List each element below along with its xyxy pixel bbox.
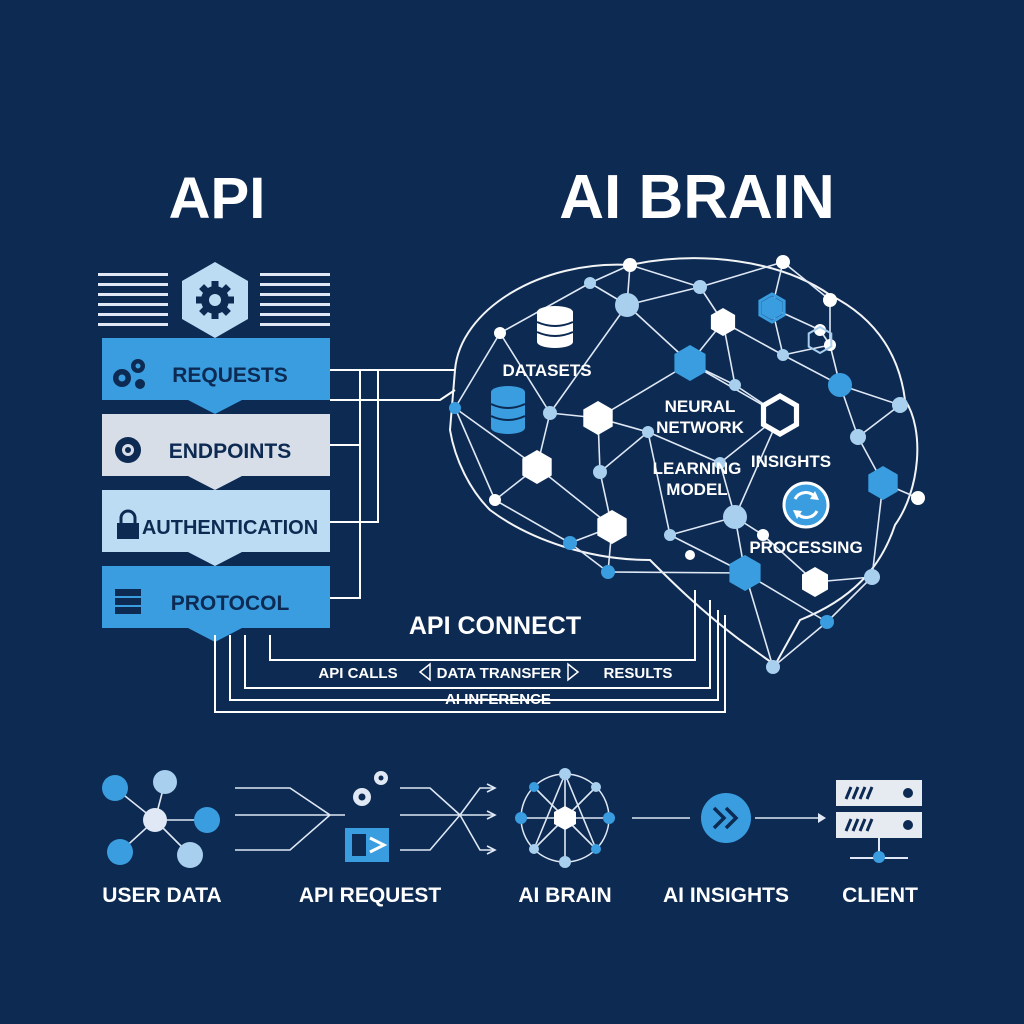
network-node <box>489 494 501 506</box>
hexagon-inner <box>766 399 794 431</box>
network-node <box>543 406 557 420</box>
bottom-flow: USER DATA API REQUEST AI BRAIN AI INSIGHTS C… <box>102 768 922 907</box>
hexagon-node <box>583 401 613 435</box>
datasets-label: DATASETS <box>502 361 591 380</box>
network-node <box>820 615 834 629</box>
api-stack-label: PROTOCOL <box>171 592 290 615</box>
api-stack-label: ENDPOINTS <box>169 440 292 463</box>
hexagon-outline <box>758 292 786 324</box>
network-node <box>814 324 826 336</box>
data-transfer-label: DATA TRANSFER <box>437 665 562 682</box>
network-node <box>828 373 852 397</box>
network-node <box>693 280 707 294</box>
arrow-right-icon <box>818 813 826 823</box>
api-title: API <box>169 166 266 231</box>
network-node <box>714 457 726 469</box>
network-node <box>892 397 908 413</box>
network-node <box>494 327 506 339</box>
hexagon-node <box>597 510 627 544</box>
processing-cycle-icon <box>782 481 830 529</box>
gear-icon <box>115 437 141 463</box>
api-stack-label: AUTHENTICATION <box>142 517 318 539</box>
gears-icon <box>353 771 388 806</box>
hexagon-node <box>674 345 706 381</box>
network-node <box>449 402 461 414</box>
network-node <box>593 465 607 479</box>
network-node <box>664 529 676 541</box>
network-node <box>729 379 741 391</box>
processing-label: PROCESSING <box>749 538 862 557</box>
hexagon-node <box>802 567 828 597</box>
hexagon-node <box>522 450 552 484</box>
server-icon <box>115 589 141 614</box>
results-label: RESULTS <box>604 665 673 682</box>
ai-brain-title: AI BRAIN <box>559 163 835 232</box>
server-rack-icon <box>836 780 922 863</box>
gears-icon <box>113 359 145 389</box>
network-node <box>584 277 596 289</box>
hexagon-node <box>729 555 761 591</box>
api-stack-label: REQUESTS <box>172 364 288 387</box>
api-stack-item-endpoints: ENDPOINTS <box>102 414 330 490</box>
network-node <box>766 660 780 674</box>
flow-label-client: CLIENT <box>842 884 918 907</box>
network-graph-icon <box>102 770 220 868</box>
connector-wires: API CONNECT API CALLS DATA TRANSFER RESU… <box>214 369 726 713</box>
network-node <box>864 569 880 585</box>
network-node <box>615 293 639 317</box>
flow-label-ai-brain: AI BRAIN <box>518 884 611 907</box>
chevron-left-icon <box>418 662 431 682</box>
insights-label: INSIGHTS <box>751 452 831 471</box>
api-calls-label: API CALLS <box>318 665 397 682</box>
lock-icon <box>117 509 139 539</box>
hexagon-node <box>761 296 783 320</box>
network-node <box>623 258 637 272</box>
hexagon-node <box>868 466 898 500</box>
api-header <box>98 262 330 338</box>
api-stack-item-authentication: AUTHENTICATION <box>102 490 330 566</box>
network-node <box>563 536 577 550</box>
hexagon-node <box>710 308 736 336</box>
network-node <box>911 491 925 505</box>
network-node <box>723 505 747 529</box>
network-node <box>685 550 695 560</box>
api-stack-item-requests: REQUESTS <box>102 338 330 414</box>
flow-label-user-data: USER DATA <box>102 884 221 907</box>
network-node <box>850 429 866 445</box>
neural-sphere-icon <box>515 768 615 868</box>
network-node <box>757 529 769 541</box>
api-stack: REQUESTS ENDPOINTS AUTHENTICATION PROTOCOL <box>102 338 330 642</box>
flow-label-api-request: API REQUEST <box>299 884 442 907</box>
gear-icon <box>196 281 234 319</box>
api-request-icon <box>345 828 389 862</box>
api-connect-label: API CONNECT <box>409 612 581 640</box>
forward-arrows-icon <box>701 793 751 843</box>
network-node <box>642 426 654 438</box>
flow-label-ai-insights: AI INSIGHTS <box>663 884 789 907</box>
network-node <box>776 255 790 269</box>
api-stack-item-protocol: PROTOCOL <box>102 566 330 642</box>
chevron-right-icon <box>567 662 580 682</box>
network-node <box>601 565 615 579</box>
database-icon <box>490 386 526 434</box>
network-node <box>823 293 837 307</box>
hexagon-outline <box>807 325 833 355</box>
network-node <box>777 349 789 361</box>
ai-inference-label: AI INFERENCE <box>445 691 551 708</box>
database-icon <box>536 306 574 348</box>
